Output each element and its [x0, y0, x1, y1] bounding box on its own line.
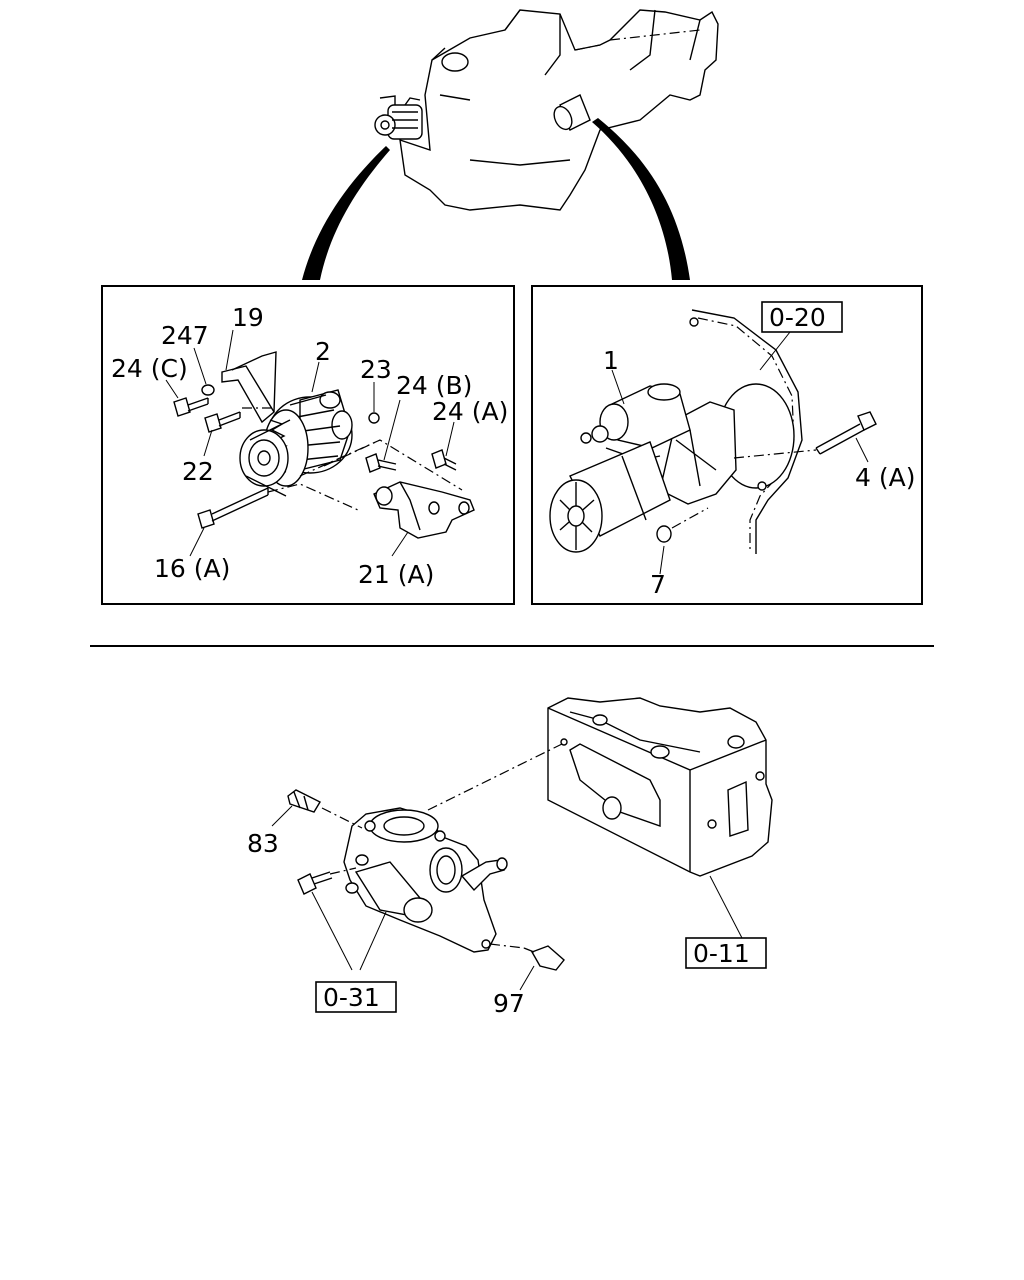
right-callout-arrow: [592, 118, 690, 280]
callout-83: 83: [247, 829, 279, 858]
starter-panel: [531, 285, 923, 605]
nut-23: [368, 412, 380, 424]
ref-box-0-20: [761, 301, 843, 333]
ref-box-0-31: [315, 981, 397, 1013]
bolt-24a: [431, 449, 457, 471]
starter-assembly: [549, 309, 877, 575]
callout-24b: 24 (B): [396, 371, 472, 400]
alternator-panel: [101, 285, 515, 605]
engine-overview: [302, 9, 719, 280]
callout-21a: 21 (A): [358, 560, 434, 589]
thermostat-housing: [343, 807, 508, 953]
left-callout-arrow: [302, 146, 390, 280]
nut-7: [656, 525, 672, 543]
callout-16a: 16 (A): [154, 554, 230, 583]
callout-24c: 24 (C): [111, 354, 188, 383]
callout-7: 7: [650, 570, 666, 599]
callout-19: 19: [232, 303, 264, 332]
bolt-24c: [173, 397, 209, 417]
ref-label-0-20: 0-20: [769, 303, 826, 332]
ref-label-0-11: 0-11: [693, 939, 750, 968]
alternator-assembly: [165, 329, 475, 557]
bolt-4a: [815, 411, 877, 455]
bolt-22: [204, 411, 241, 433]
bolt-16a: [197, 487, 269, 529]
bolt-031: [297, 871, 333, 895]
callout-2: 2: [315, 337, 331, 366]
ref-label-0-31: 0-31: [323, 983, 380, 1012]
cylinder-head: [547, 697, 773, 877]
starter-overview: [553, 94, 591, 131]
callout-247: 247: [161, 321, 209, 350]
ref-box-0-11: [685, 937, 767, 969]
bolt-24b: [365, 453, 397, 473]
callout-1: 1: [603, 346, 619, 375]
sensor-97: [523, 945, 565, 971]
callout-4a: 4 (A): [855, 463, 915, 492]
callout-24a: 24 (A): [432, 397, 508, 426]
washer-247: [201, 384, 215, 396]
callout-22: 22: [182, 457, 214, 486]
callout-23: 23: [360, 355, 392, 384]
alternator-overview: [374, 95, 423, 140]
callout-97: 97: [493, 989, 525, 1018]
sensor-83: [287, 789, 321, 813]
